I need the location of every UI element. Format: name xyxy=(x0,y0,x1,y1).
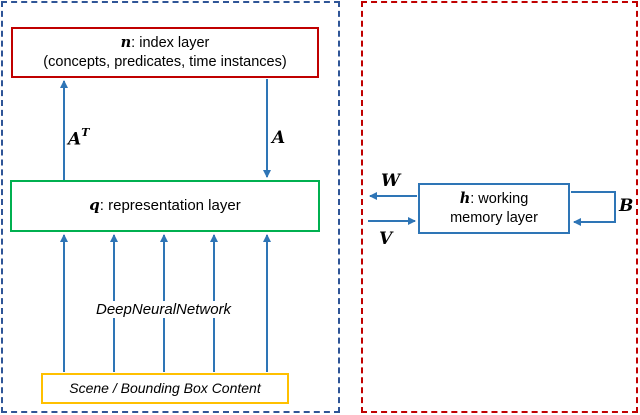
label-a-transpose-sup: T xyxy=(81,126,90,139)
scene-content-box: Scene / Bounding Box Content xyxy=(41,373,289,404)
representation-layer-title: q: representation layer xyxy=(89,196,240,216)
arrow-b-loop xyxy=(571,191,616,226)
deep-network-label: DeepNeuralNetwork xyxy=(94,301,234,318)
working-memory-title: h: working xyxy=(460,190,529,208)
working-memory-subtitle: memory layer xyxy=(450,209,538,226)
working-memory-title-text: : working xyxy=(470,191,529,208)
index-layer-subtitle: (concepts, predicates, time instances) xyxy=(43,53,287,70)
index-layer-title-text: : index layer xyxy=(131,35,210,52)
label-w: W xyxy=(381,171,401,191)
working-memory-box: h: working memory layer xyxy=(418,183,570,234)
representation-layer-symbol: q xyxy=(89,196,100,215)
index-layer-symbol: n xyxy=(120,34,132,52)
label-a-transpose-base: A xyxy=(68,129,82,150)
left-panel xyxy=(1,1,340,413)
representation-layer-title-text: : representation layer xyxy=(99,197,241,215)
label-b: B xyxy=(619,196,634,216)
label-a: A xyxy=(272,128,286,148)
representation-layer-box: q: representation layer xyxy=(10,180,320,232)
label-v: V xyxy=(379,229,393,249)
right-panel xyxy=(361,1,638,413)
index-layer-title: n: index layer xyxy=(121,34,210,52)
working-memory-symbol: h xyxy=(459,190,471,208)
label-a-transpose: AT xyxy=(68,126,90,150)
scene-content-label: Scene / Bounding Box Content xyxy=(69,379,261,396)
index-layer-box: n: index layer (concepts, predicates, ti… xyxy=(11,27,319,78)
